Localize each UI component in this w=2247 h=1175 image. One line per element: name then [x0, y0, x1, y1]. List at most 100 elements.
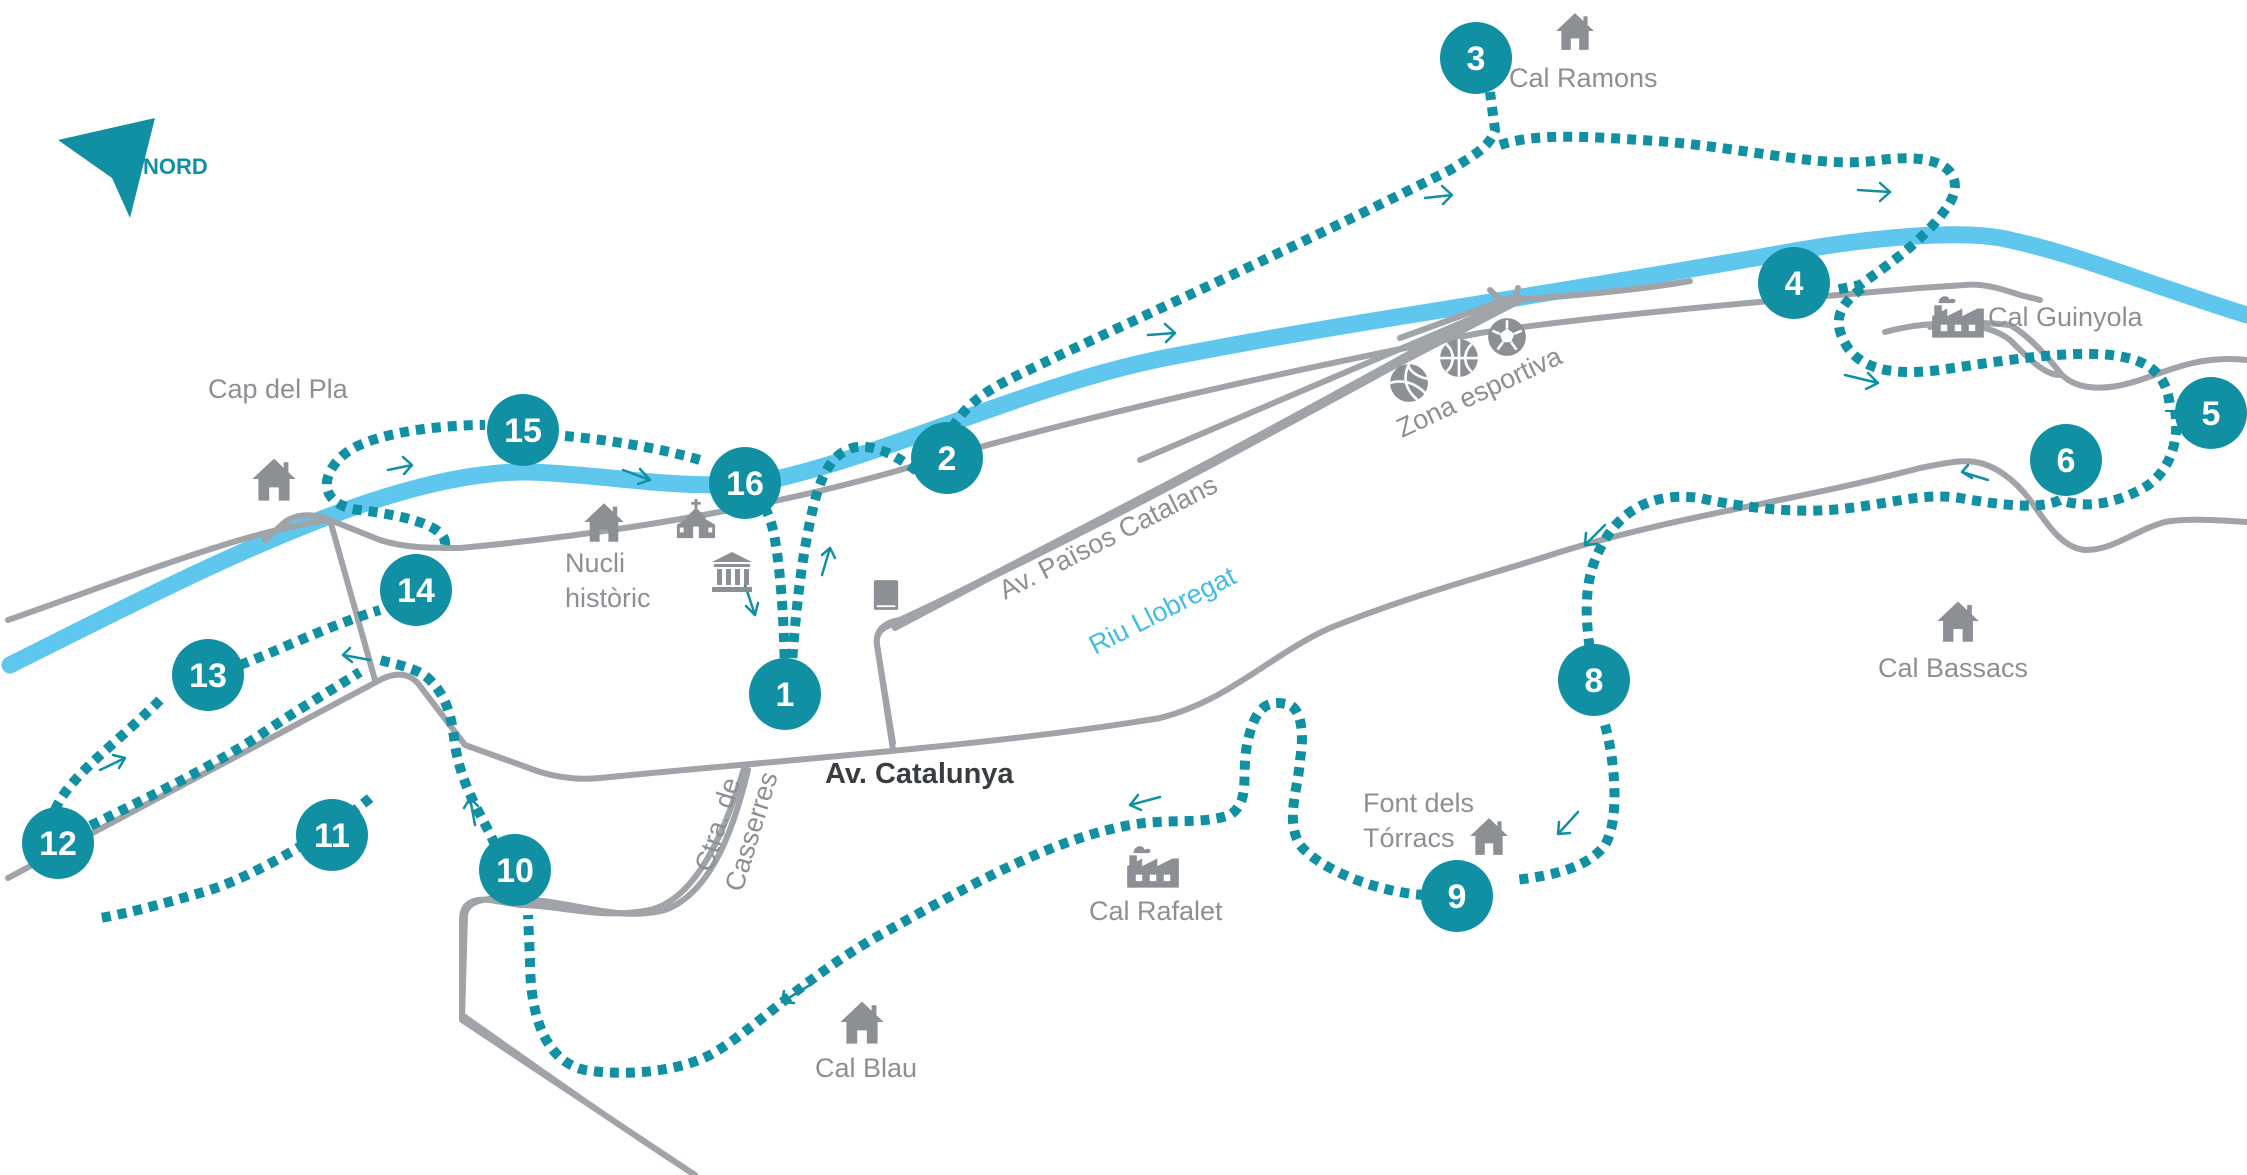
stop-marker-9[interactable]: 9: [1421, 860, 1493, 932]
route-segment-8-9: [1514, 723, 1620, 885]
arrow-icon: [386, 455, 414, 476]
place-label-font-line1: Font dels: [1363, 788, 1474, 818]
arrow-icon: [1843, 371, 1880, 391]
arrow-icon: [1583, 523, 1607, 547]
road-east-loop: [1882, 320, 2063, 378]
road-casserres: [459, 767, 751, 1175]
direction-arrows: [98, 181, 1990, 1005]
place-label-cal-guinyola: Cal Guinyola: [1988, 302, 2144, 332]
road-catalunya-west: [5, 671, 468, 881]
stop-marker-4[interactable]: 4: [1758, 247, 1830, 319]
route-segment-9-west: [523, 698, 1426, 1078]
house-icon: [1470, 818, 1508, 855]
svg-text:13: 13: [189, 657, 227, 695]
stop-marker-14[interactable]: 14: [380, 554, 452, 626]
place-label-cal-ramons: Cal Ramons: [1509, 63, 1658, 93]
stop-marker-8[interactable]: 8: [1558, 644, 1630, 716]
stop-marker-5[interactable]: 5: [2175, 377, 2247, 449]
road-network: [5, 278, 2247, 1175]
arrow-icon: [1128, 793, 1162, 812]
road-catalunya-core: [462, 458, 2247, 782]
stop-marker-13[interactable]: 13: [172, 639, 244, 711]
book-icon: [873, 580, 899, 610]
route-segment-12-13: [50, 696, 164, 813]
river-llobregat: [1, 226, 2247, 674]
north-arrow-icon: [58, 118, 155, 218]
house-icon: [840, 1001, 884, 1044]
place-label-cal-rafalet: Cal Rafalet: [1089, 896, 1223, 926]
stop-marker-6[interactable]: 6: [2030, 424, 2102, 496]
place-label-font-line2: Tórracs: [1363, 823, 1455, 853]
road-west-branch: [327, 517, 378, 683]
house-icon: [584, 503, 624, 542]
stop-marker-1[interactable]: 1: [749, 658, 821, 730]
stop-marker-11[interactable]: 11: [296, 799, 368, 871]
road-upper-diagonal: [1397, 295, 1513, 341]
svg-text:4: 4: [1785, 265, 1804, 303]
route-segment-12-11-lower: [59, 667, 363, 845]
route-segment-15-16: [564, 431, 702, 465]
route-segment-6-8: [1581, 491, 2063, 651]
road-overlay: [5, 295, 2247, 1175]
arrow-icon: [1423, 184, 1454, 206]
stop-marker-2[interactable]: 2: [911, 422, 983, 494]
svg-text:8: 8: [1585, 662, 1604, 700]
factory-icon: [1127, 846, 1179, 888]
stop-marker-15[interactable]: 15: [487, 394, 559, 466]
road-cal-guinyola: [1927, 319, 2247, 391]
road-west-spur: [262, 512, 333, 543]
route-segment-1-2: [785, 441, 936, 691]
football-icon: [1486, 316, 1528, 358]
route-segment-2-3: [947, 91, 1500, 431]
north-label: NORD: [143, 154, 208, 179]
route-segment-14-15: [321, 420, 486, 546]
north-indicator: NORD: [58, 118, 208, 218]
svg-text:6: 6: [2057, 442, 2076, 480]
place-label-cal-bassacs: Cal Bassacs: [1878, 653, 2028, 683]
svg-text:15: 15: [504, 412, 542, 450]
svg-text:14: 14: [397, 572, 435, 610]
factory-icon: [1932, 296, 1984, 338]
svg-text:9: 9: [1448, 878, 1467, 916]
svg-text:12: 12: [39, 825, 77, 863]
road-label-av-catalunya: Av. Catalunya: [825, 758, 1014, 790]
arrow-icon: [1146, 322, 1177, 344]
place-label-cal-blau: Cal Blau: [815, 1053, 917, 1083]
arrow-icon: [1556, 810, 1580, 836]
svg-text:10: 10: [496, 852, 534, 890]
arrow-icon: [98, 753, 127, 772]
place-label-cap-del-pla: Cap del Pla: [208, 374, 349, 404]
place-label-nucli-line1: Nucli: [565, 548, 625, 578]
route-segment-10-11: [378, 655, 500, 847]
stop-marker-3[interactable]: 3: [1440, 22, 1512, 94]
svg-text:2: 2: [938, 440, 957, 478]
house-icon: [1937, 601, 1979, 642]
svg-text:3: 3: [1467, 40, 1486, 78]
svg-text:11: 11: [314, 817, 350, 855]
road-paisos-link: [873, 295, 1528, 753]
river-label: Riu Llobregat: [1084, 560, 1241, 660]
stop-marker-12[interactable]: 12: [22, 807, 94, 879]
arrow-icon: [1960, 463, 1990, 482]
arrow-icon: [462, 796, 480, 827]
route-segment-13-14: [238, 605, 382, 670]
stop-marker-16[interactable]: 16: [709, 447, 781, 519]
route-segment-5-6: [2058, 409, 2182, 510]
arrow-icon: [1856, 181, 1892, 203]
house-icon: [1556, 13, 1594, 50]
basketball-icon: [1438, 337, 1480, 379]
stop-markers: 1 2 3 4 5 6 8 9 10 11 12 13 14 15 16: [22, 22, 2247, 932]
svg-text:16: 16: [726, 465, 764, 503]
arrow-icon: [780, 983, 812, 1005]
svg-text:5: 5: [2202, 395, 2221, 433]
volleyball-icon: [1388, 362, 1430, 404]
route-segment-3-4: [1498, 131, 1960, 295]
road-paisos-catalans-main: [873, 295, 1513, 746]
road-upper-stub: [1137, 297, 1518, 463]
svg-text:1: 1: [776, 676, 795, 714]
stop-marker-10[interactable]: 10: [479, 834, 551, 906]
arrow-icon: [341, 646, 372, 664]
arrow-icon: [820, 546, 837, 577]
place-label-nucli-line2: històric: [565, 583, 651, 613]
